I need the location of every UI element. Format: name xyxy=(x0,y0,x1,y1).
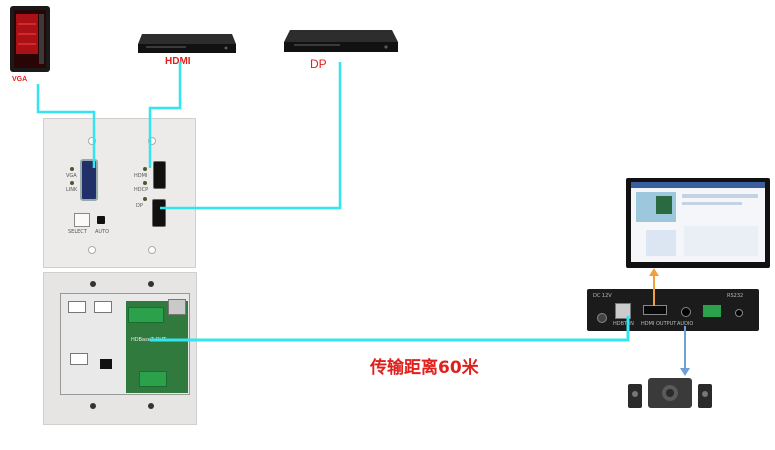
hdmi-port xyxy=(153,161,166,189)
hdmi-source-label: HDMI xyxy=(165,56,191,67)
dvd-player-icon xyxy=(136,30,236,56)
hdbaset-receiver: DC 12V HDBT IN HDMI OUTPUT AUDIO RS232 xyxy=(587,289,759,331)
dip-switch xyxy=(100,359,112,369)
dp-port-text: DP xyxy=(136,203,143,209)
led-indicator xyxy=(70,181,74,185)
monitor-icon xyxy=(626,178,770,270)
dip-switch xyxy=(68,301,86,313)
arrow-head xyxy=(680,368,690,376)
hdbaset-out-text: HDBaseT OUT xyxy=(131,337,167,343)
vga-port-text: VGA xyxy=(66,173,77,179)
receiver-port-label: DC 12V xyxy=(593,293,612,299)
dip-switch xyxy=(70,353,88,365)
led-indicator xyxy=(143,181,147,185)
speakers-icon xyxy=(626,376,716,410)
transmission-distance-label: 传输距离60米 xyxy=(370,358,479,378)
wallplate-rear-board: HDBaseT OUT xyxy=(43,272,197,425)
vga-source-label: VGA xyxy=(12,76,28,83)
dip-switch xyxy=(94,301,112,313)
auto-text: AUTO xyxy=(95,229,110,235)
hdmi-output-port xyxy=(643,305,667,315)
hdbaset-cable xyxy=(150,316,630,342)
screw-hole xyxy=(148,246,156,254)
led-indicator xyxy=(70,167,74,171)
pc-tower-icon xyxy=(6,4,54,74)
audio-jack xyxy=(681,307,691,317)
dc-jack xyxy=(597,313,607,323)
hdcp-text: HDCP xyxy=(134,187,149,193)
select-text: SELECT xyxy=(68,229,87,235)
rj45-port xyxy=(168,299,186,315)
screw-hole xyxy=(88,246,96,254)
auto-switch[interactable] xyxy=(97,216,105,224)
receiver-port-label: HDMI OUTPUT xyxy=(641,321,677,327)
receiver-port-label: RS232 xyxy=(727,293,744,299)
rj45-port xyxy=(615,303,631,319)
terminal-block xyxy=(703,305,721,317)
receiver-port-label: HDBT IN xyxy=(613,321,634,327)
dp-port xyxy=(152,199,166,227)
link-text: LINK xyxy=(66,187,78,193)
terminal-block xyxy=(128,307,164,323)
led-indicator xyxy=(143,197,147,201)
vga-port xyxy=(80,159,98,201)
screw-hole xyxy=(88,137,96,145)
receiver-port-label: AUDIO xyxy=(677,321,694,327)
wallplate-input-panel: VGA LINK HDMI HDCP DP SELECT AUTO xyxy=(43,118,196,268)
screw-hole xyxy=(148,403,154,409)
ir-jack xyxy=(735,309,743,317)
screw-hole xyxy=(90,403,96,409)
terminal-block xyxy=(139,371,167,387)
dvd-player-icon xyxy=(282,26,398,56)
screw-hole xyxy=(148,137,156,145)
screw-hole xyxy=(90,281,96,287)
led-indicator xyxy=(143,167,147,171)
screw-hole xyxy=(148,281,154,287)
hdmi-port-text: HDMI xyxy=(134,173,148,179)
dp-source-label: DP xyxy=(310,57,327,71)
select-button[interactable] xyxy=(74,213,90,227)
